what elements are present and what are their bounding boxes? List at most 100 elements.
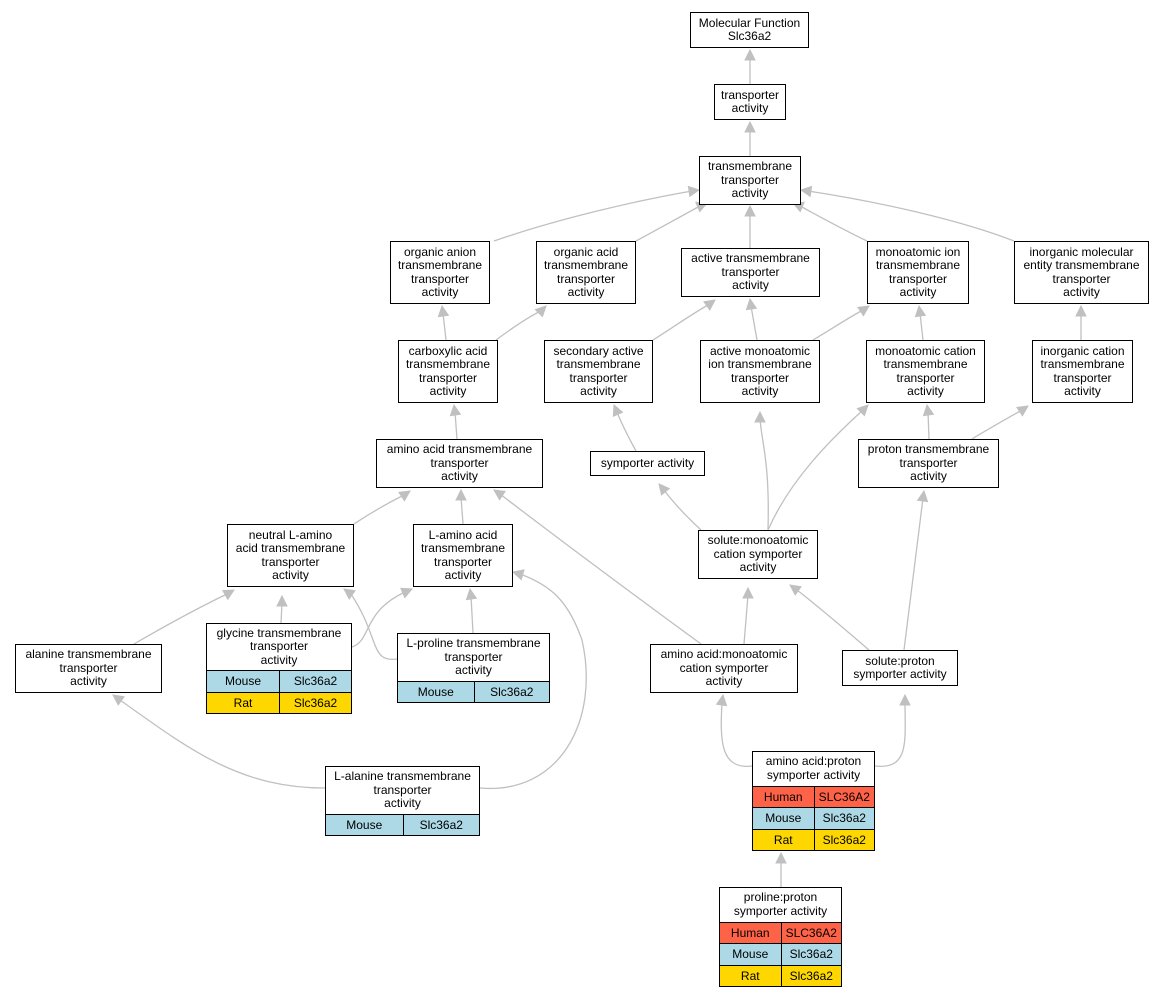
go-term-label-line: activity: [731, 186, 769, 201]
ortholog-species: Rat: [233, 695, 253, 710]
go-term-label-line: alanine transmembrane: [25, 647, 152, 662]
go-term-label-line: neutral L-amino: [248, 527, 333, 542]
go-term-label-line: solute:proton: [865, 653, 935, 668]
go-term-label-line: activity: [70, 674, 107, 689]
go-term-label-line: activity: [705, 674, 743, 689]
edge-arrowhead: [916, 489, 929, 503]
edge-line: [799, 205, 868, 242]
edge-arrowhead: [745, 297, 758, 311]
go-term-label-line: transporter: [569, 370, 628, 385]
edge-arrowhead: [899, 693, 911, 706]
ortholog-species: Mouse: [346, 817, 383, 832]
edge-line: [807, 190, 1015, 242]
edge-line: [616, 411, 637, 452]
edge-line: [351, 591, 406, 648]
edge-line: [635, 205, 701, 242]
go-term-label-line: L-proline transmembrane: [406, 636, 541, 651]
edge-arrowhead: [789, 584, 802, 596]
edge-arrowhead: [437, 304, 450, 318]
go-term-label-line: activity: [429, 383, 467, 398]
edge-arrowhead: [914, 304, 927, 318]
edge-line: [499, 493, 702, 645]
edge-arrowhead: [857, 305, 870, 317]
edge-line: [652, 304, 709, 341]
edge-arrowhead: [400, 587, 414, 599]
ortholog-gene: Slc36a2: [473, 681, 550, 702]
go-term-label-line: activity: [1064, 383, 1101, 398]
edge-line: [927, 411, 930, 440]
go-term-label-line: transporter: [720, 87, 780, 102]
go-term-label-line: organic anion: [403, 244, 477, 259]
go-term-label-line: Slc36a2: [727, 29, 772, 43]
go-term-label-line: activity: [899, 284, 937, 299]
edge-arrowhead: [493, 489, 506, 501]
go-term-label-line: activity: [1063, 284, 1100, 299]
go-term-label-line: transmembrane: [397, 258, 483, 273]
go-term-label-line: activity: [441, 469, 478, 484]
go-term-label-line: cation symporter: [679, 660, 769, 675]
go-term-label-line: transporter: [433, 554, 493, 569]
go-term-label-line: amino acid:proton: [765, 754, 862, 769]
go-term-label-line: inorganic cation: [1040, 343, 1125, 358]
ortholog-gene: SLC36A2: [780, 922, 842, 943]
go-term-label-line: transmembrane: [707, 159, 793, 174]
go-term-label-line: transporter: [888, 271, 948, 286]
go-term-label-line: activity: [272, 567, 309, 582]
go-term-label-line: activity: [731, 101, 769, 115]
edge-line: [479, 573, 587, 790]
go-term-node[interactable]: symporter activity: [590, 451, 705, 476]
edge-line: [796, 589, 870, 651]
ortholog-gene: Slc36a2: [813, 829, 875, 850]
go-term-label-line: activity: [444, 567, 482, 582]
ortholog-species: Mouse: [732, 947, 769, 962]
edge-arrowhead: [449, 403, 462, 417]
go-term-label-line: activity: [910, 469, 947, 484]
go-term-label-line: ion transmembrane: [708, 357, 812, 372]
go-term-label-line: proline:proton: [743, 890, 818, 905]
go-term-label-line: activity: [384, 795, 421, 810]
edge-arrowhead: [754, 410, 766, 423]
go-term-label-line: transporter: [720, 172, 780, 187]
edge-arrowhead: [744, 120, 756, 133]
go-term-label-line: symporter activity: [600, 455, 695, 470]
edge-arrowhead: [715, 693, 728, 707]
